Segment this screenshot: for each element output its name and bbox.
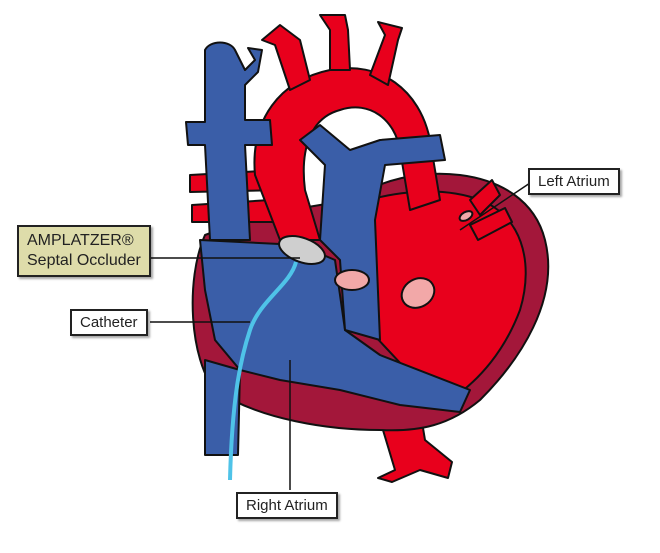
- aorta-branch-3: [369, 21, 403, 86]
- aorta-branch-2: [319, 14, 351, 71]
- right-atrium-label: Right Atrium: [236, 492, 338, 519]
- right-atrium-ventricle: [199, 239, 471, 413]
- pulmonary-vein-upper-right: [469, 179, 501, 216]
- superior-vena-cava: [185, 41, 273, 241]
- left-atrium-label: Left Atrium: [528, 168, 620, 195]
- tricuspid-valve: [334, 269, 370, 291]
- catheter-label: Catheter: [70, 309, 148, 336]
- amplatzer-label-line1: AMPLATZER®: [27, 232, 134, 249]
- mitral-valve: [400, 277, 436, 309]
- aorta-branch-1: [261, 24, 311, 91]
- pulmonary-vein-opening: [458, 210, 474, 222]
- pulmonary-vein-lower-right: [469, 207, 513, 241]
- amplatzer-label-line2: Septal Occluder: [27, 252, 141, 269]
- leader-line-left-atrium: [459, 182, 531, 231]
- amplatzer-septal-occluder-label: AMPLATZER® Septal Occluder: [17, 225, 151, 277]
- pulmonary-artery: [299, 124, 446, 341]
- catheter-tube: [228, 261, 298, 481]
- septal-occluder: [278, 235, 326, 265]
